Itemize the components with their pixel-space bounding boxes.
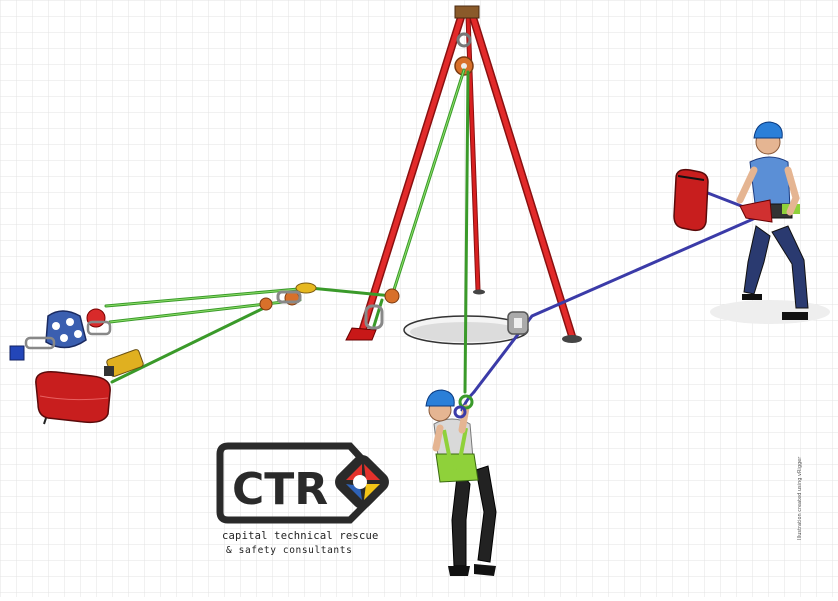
ctr-logo-mark: CTR: [232, 464, 328, 515]
top-pulley-icon: [454, 32, 474, 76]
rope-bag-right: [673, 168, 709, 232]
tripod-foot-center: [473, 289, 485, 295]
tripod-foot-left: [345, 327, 377, 341]
rope-bag-left: [35, 371, 111, 425]
rope-end-cap-icon: [9, 345, 25, 361]
rescuer-figure: [710, 121, 830, 324]
redirect-pulley-icon: [364, 288, 400, 330]
rope-grab-icon: [104, 349, 144, 377]
tripod-foot-right: [562, 335, 582, 343]
ctr-logo-badge: [335, 455, 389, 509]
casualty-helmet-icon: [425, 389, 455, 407]
logo-tagline-line2: & safety consultants: [226, 545, 353, 556]
logo-tagline-line1: capital technical rescue: [222, 530, 379, 542]
ctr-logo: CTR: [216, 442, 389, 524]
illustration-credit: Illustration created using vRigger: [797, 456, 803, 540]
casualty-figure: [425, 389, 497, 576]
anchor-plate-icon: [9, 308, 112, 361]
rescuer-helmet-icon: [753, 121, 783, 139]
haul-pulley-icon: [259, 282, 317, 311]
belay-redirect-icon: [507, 311, 529, 335]
tripod-head: [454, 5, 480, 19]
tripod: [345, 5, 582, 343]
